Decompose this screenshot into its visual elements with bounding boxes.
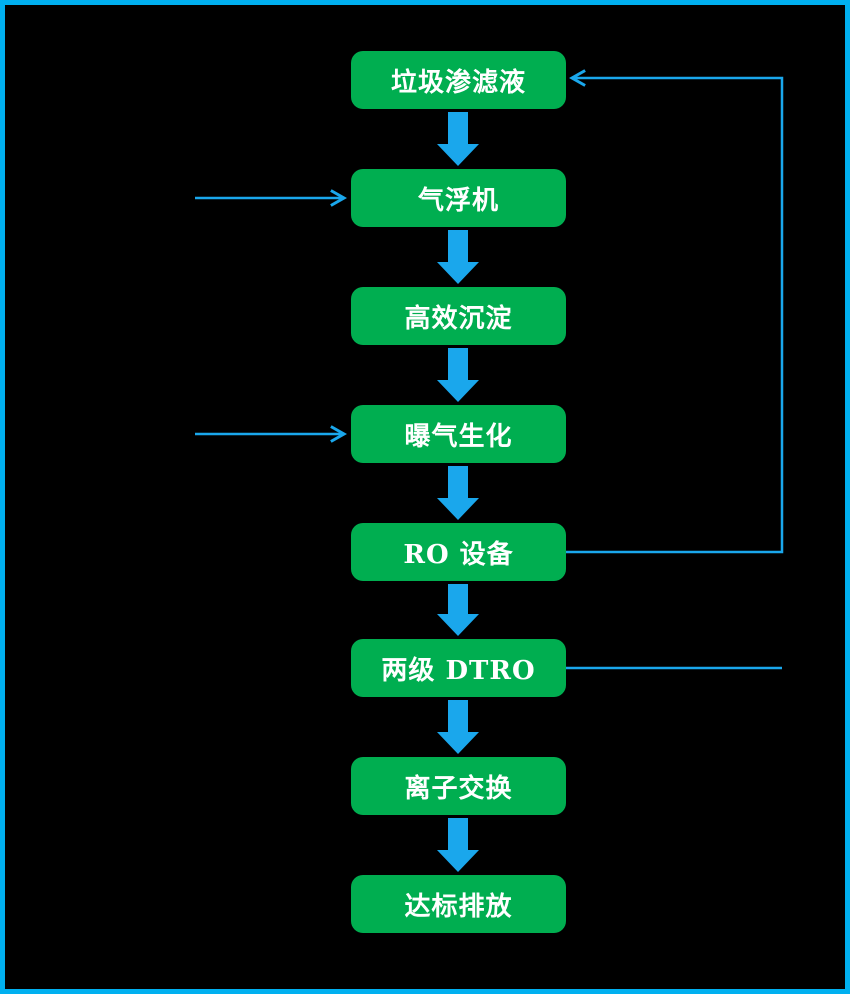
node-leachate: 垃圾渗滤液 [351, 51, 566, 109]
node-label: 曝气生化 [404, 421, 513, 452]
node-aeration-bio: 曝气生化 [351, 405, 566, 463]
feedback-line-ro [566, 78, 784, 554]
block-arrow-7 [437, 818, 479, 872]
block-arrow-6 [437, 700, 479, 754]
node-label: 达标排放 [404, 891, 513, 922]
node-label: 气浮机 [417, 185, 499, 216]
block-arrow-2 [437, 230, 479, 284]
node-two-stage-dtro: 两级 DTRO [351, 639, 566, 697]
node-sedimentation: 高效沉淀 [351, 287, 566, 345]
node-ro-equipment: RO 设备 [351, 523, 566, 581]
block-arrow-3 [437, 348, 479, 402]
node-air-flotation: 气浮机 [351, 169, 566, 227]
node-label: 离子交换 [404, 773, 513, 804]
node-label: 两级 DTRO [381, 655, 536, 686]
node-ion-exchange: 离子交换 [351, 757, 566, 815]
block-arrow-group [437, 112, 479, 872]
node-label: 高效沉淀 [404, 303, 513, 334]
node-discharge: 达标排放 [351, 875, 566, 933]
node-label: RO 设备 [403, 539, 514, 570]
block-arrow-5 [437, 584, 479, 636]
block-arrow-4 [437, 466, 479, 520]
block-arrow-1 [437, 112, 479, 166]
node-label: 垃圾渗滤液 [390, 67, 526, 98]
